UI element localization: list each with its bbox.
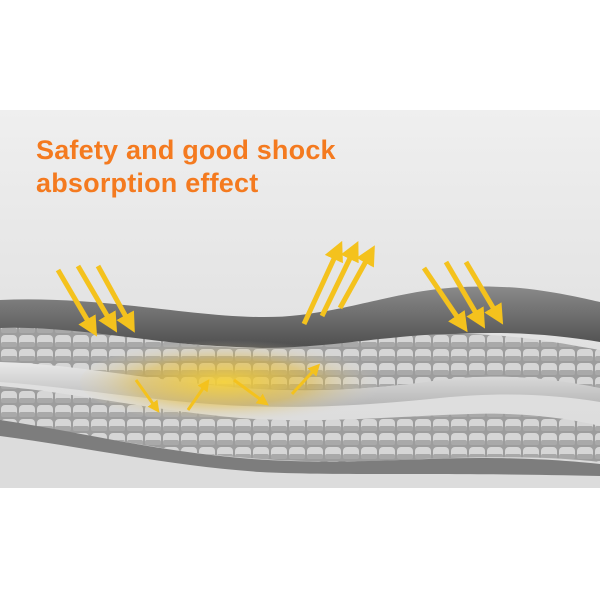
impact-arrows-left	[55, 264, 135, 337]
headline: Safety and good shock absorption effect	[36, 134, 456, 200]
insole-cross-section-illustration	[0, 110, 600, 488]
headline-line-1: Safety and good shock	[36, 135, 336, 165]
lower-cushion-cells	[0, 386, 600, 462]
impact-arrows-right	[421, 260, 504, 333]
energy-glow	[80, 340, 400, 424]
headline-line-2: absorption effect	[36, 168, 259, 198]
rebound-arrows-center	[301, 240, 375, 326]
dispersion-arrows	[134, 363, 321, 413]
